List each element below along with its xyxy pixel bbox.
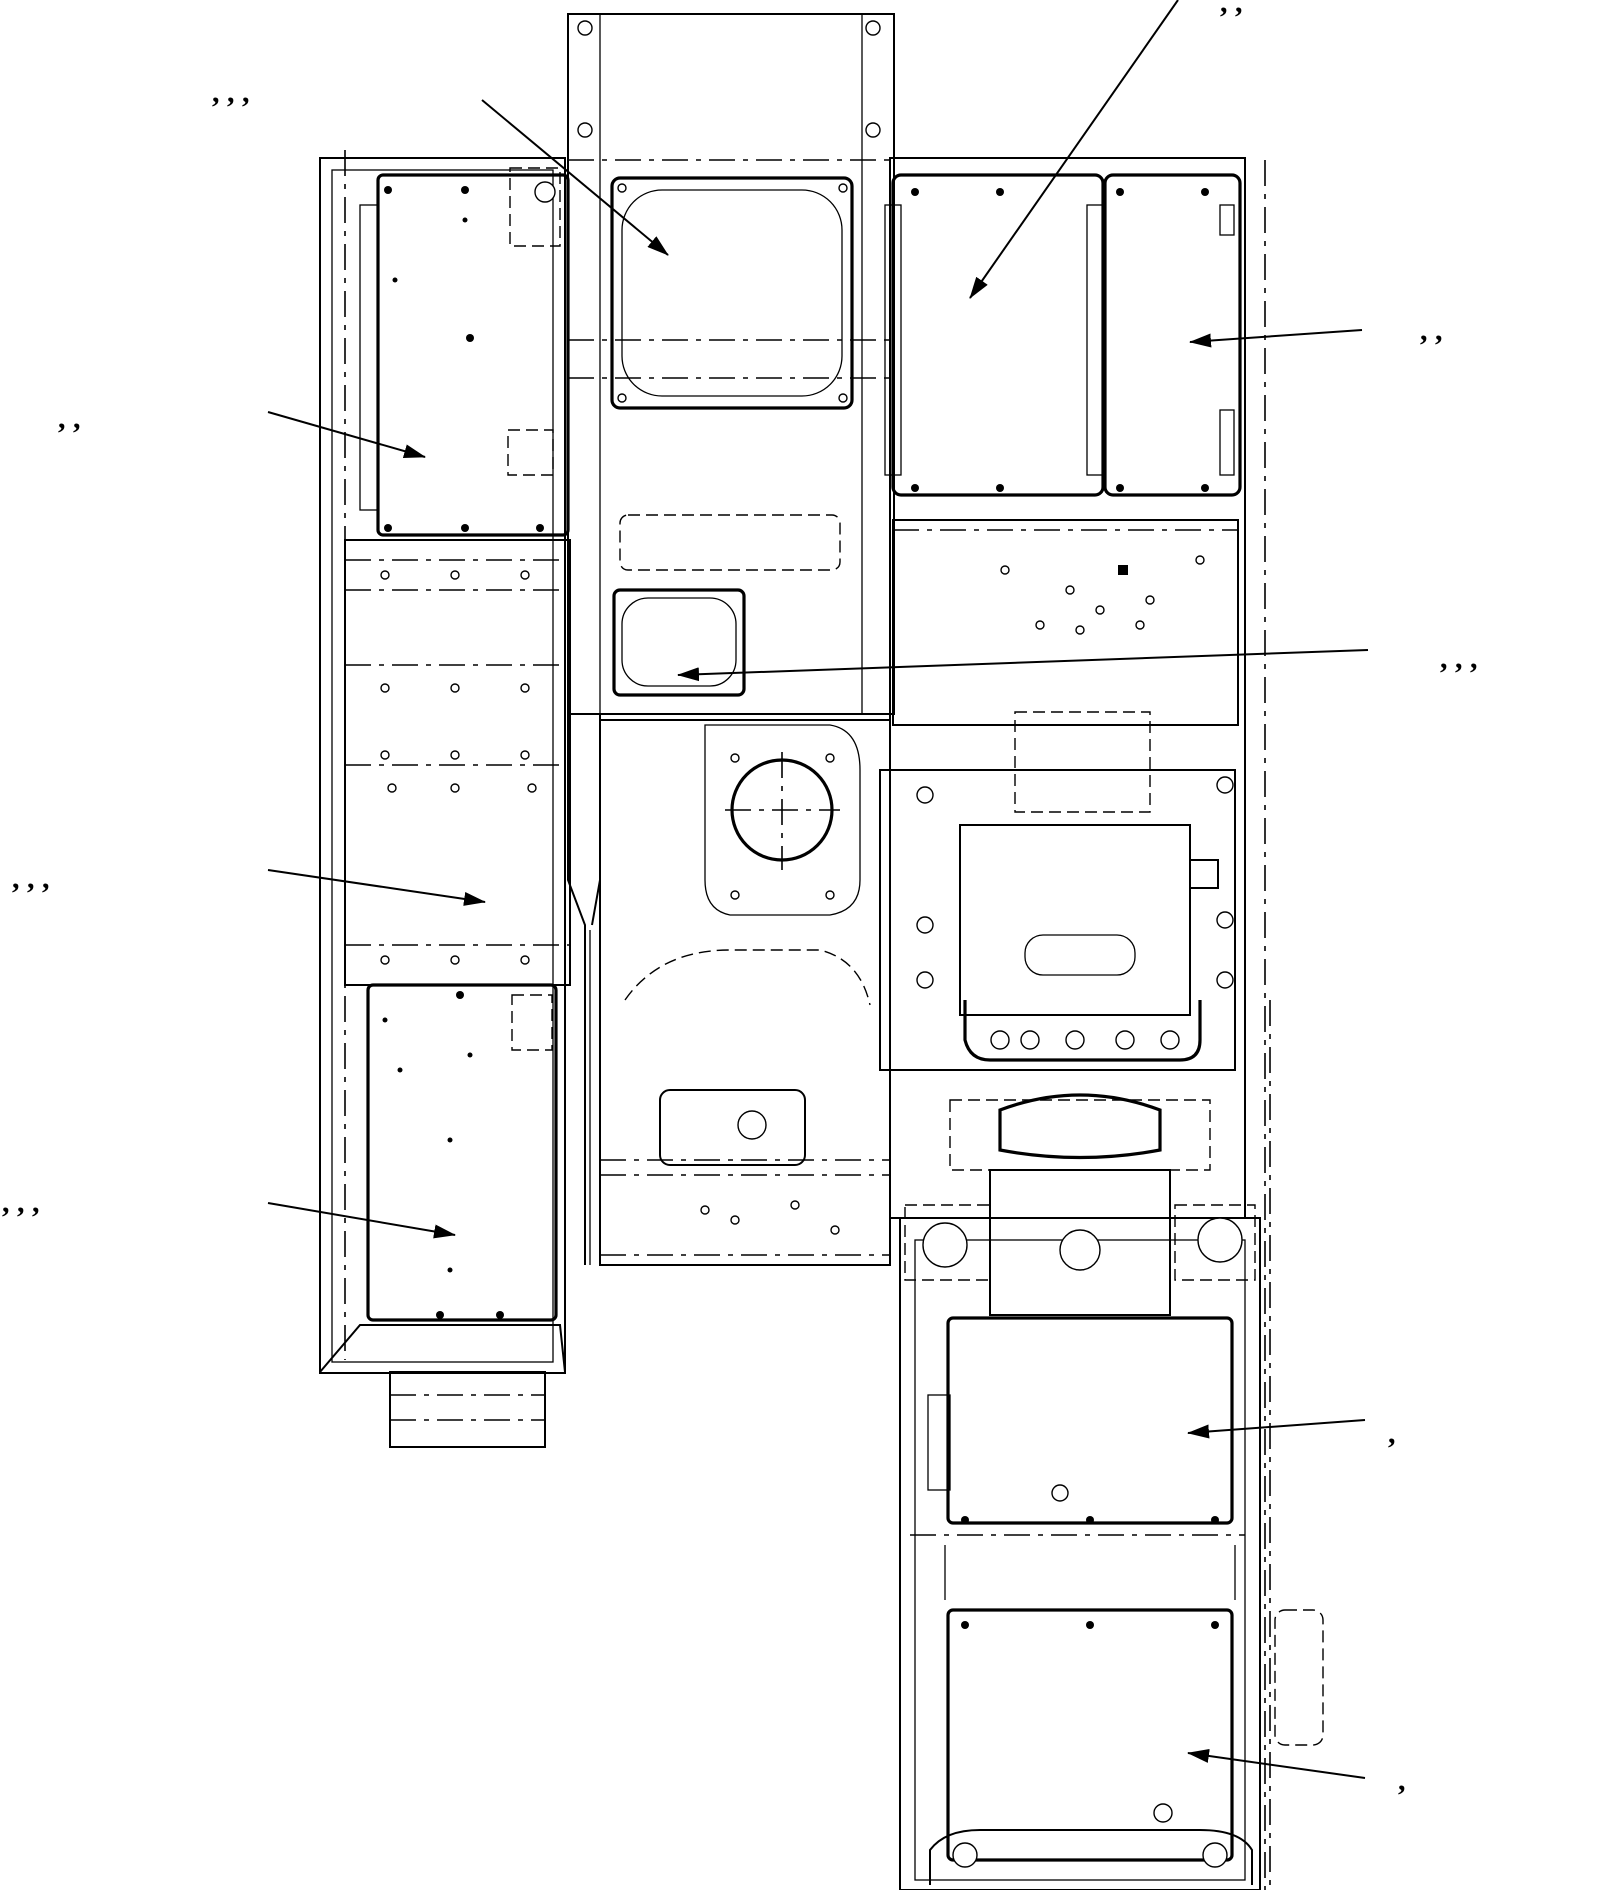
lower-right-cabinets <box>910 1316 1324 1885</box>
arrow-mid-right <box>677 649 1369 682</box>
callout-top-right: , , <box>1220 0 1243 19</box>
callout-upper-left: , , , <box>212 76 250 109</box>
arrow-lower-left <box>267 869 486 906</box>
callout-mid-left: , , <box>58 402 81 435</box>
arrow-top-right <box>969 0 1179 299</box>
callout-marks: , , , , , , , , , , , , , , , , , , , , <box>2 0 1478 1797</box>
left-cabinet-stack <box>319 167 571 1448</box>
outer-frame <box>319 150 1271 1890</box>
arrow-bottom-right <box>1187 1749 1366 1779</box>
callout-lower-left: , , , <box>12 862 50 895</box>
arrow-upper-right <box>1189 329 1363 348</box>
callout-mid-right: , , , <box>1440 642 1478 675</box>
central-mechanical-area <box>599 719 891 1266</box>
callout-upper-right: , , <box>1420 314 1443 347</box>
arrow-mid-left <box>267 411 426 458</box>
arrow-lower-right <box>1187 1419 1366 1439</box>
callout-lower-right: , <box>1388 1417 1396 1450</box>
callout-bottom-left: , , , <box>2 1186 40 1219</box>
leader-arrows <box>267 0 1369 1779</box>
upper-right-cabinet <box>884 173 1242 726</box>
central-duct <box>567 13 895 1265</box>
arrow-upper-left <box>481 99 669 256</box>
arrow-bottom-left <box>267 1202 456 1239</box>
right-mechanical-area <box>879 711 1256 1316</box>
callout-bottom-right: , <box>1398 1764 1406 1797</box>
